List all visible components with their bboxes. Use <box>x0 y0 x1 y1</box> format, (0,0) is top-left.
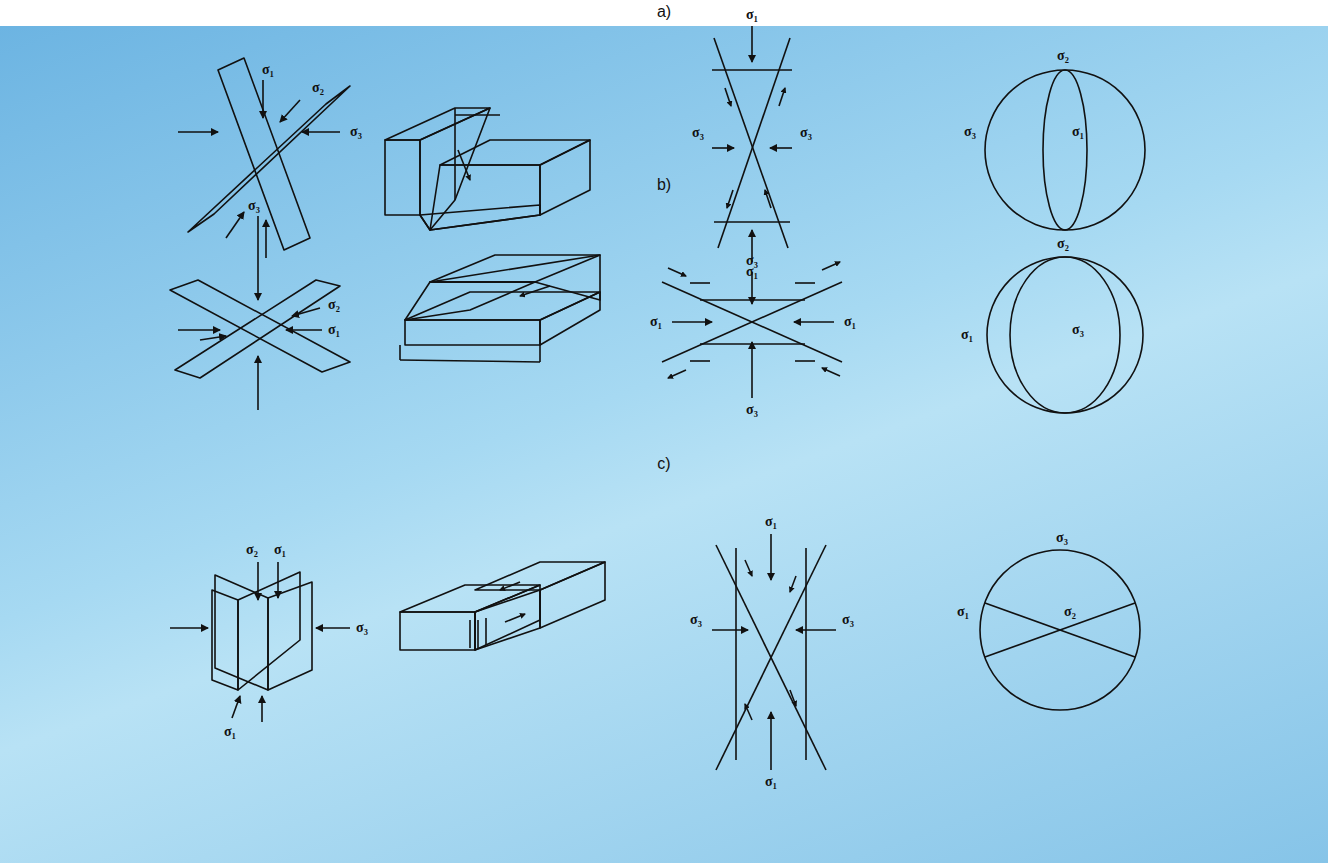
panel-letter: a) <box>657 3 671 21</box>
blue-ground <box>0 26 1328 863</box>
stress-label: σ₁ <box>746 7 758 23</box>
stress-label: σ₃ <box>248 198 260 214</box>
stress-label: σ₃ <box>964 124 976 140</box>
stress-label: σ₁ <box>274 542 286 558</box>
stress-label: σ₁ <box>328 322 340 338</box>
stress-label: σ₃ <box>356 620 368 636</box>
stress-label: σ₂ <box>1064 604 1076 620</box>
panel-letter: c) <box>657 455 670 473</box>
stress-label: σ₁ <box>1072 124 1084 140</box>
stress-label: σ₃ <box>746 253 758 269</box>
stress-label: σ₃ <box>690 612 702 628</box>
stress-label: σ₁ <box>765 774 777 790</box>
stress-label: σ₁ <box>961 327 973 343</box>
stress-label: σ₃ <box>1056 530 1068 546</box>
stress-label: σ₂ <box>246 542 258 558</box>
stress-label: σ₃ <box>350 124 362 140</box>
stress-label: σ₁ <box>650 314 662 330</box>
stress-label: σ₃ <box>746 402 758 418</box>
stress-label: σ₁ <box>844 314 856 330</box>
stress-label: σ₃ <box>692 125 704 141</box>
stress-label: σ₃ <box>1072 322 1084 338</box>
stress-label: σ₂ <box>1057 48 1069 64</box>
stress-label: σ₃ <box>800 125 812 141</box>
stress-label: σ₃ <box>842 612 854 628</box>
stress-label: σ₂ <box>328 297 340 313</box>
stress-label: σ₂ <box>312 80 324 96</box>
stress-label: σ₁ <box>224 724 236 740</box>
stress-label: σ₂ <box>1057 236 1069 252</box>
stress-label: σ₁ <box>262 62 274 78</box>
panel-letter: b) <box>657 176 671 194</box>
stress-label: σ₁ <box>765 514 777 530</box>
stress-label: σ₁ <box>957 604 969 620</box>
